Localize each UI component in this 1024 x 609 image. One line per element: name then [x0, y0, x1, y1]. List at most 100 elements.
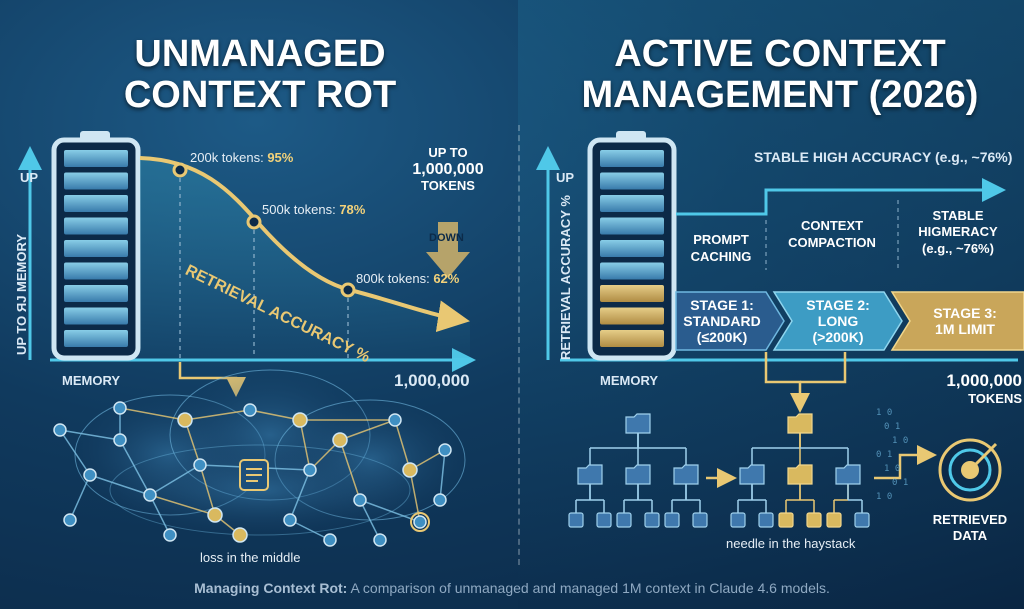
right-title-line1: ACTIVE CONTEXT: [614, 33, 946, 75]
file-icon: [664, 512, 680, 528]
result-line1: RETRIEVED: [932, 512, 1008, 527]
network-node: [332, 432, 348, 448]
network-edge: [289, 519, 331, 541]
caption-bold: Managing Context Rot:: [194, 580, 348, 596]
point-800k: [340, 282, 356, 298]
tokens-callout: UP TO 1,000,000 TOKENS: [398, 145, 498, 194]
network-edge: [149, 494, 171, 536]
left-area: [140, 158, 470, 358]
file-icon: [616, 512, 632, 528]
folder-icon: [739, 464, 765, 485]
file-icon: [854, 512, 870, 528]
binary-digits: 0 1: [884, 422, 900, 432]
retrieved-data-label: RETRIEVED DATA: [930, 512, 1010, 543]
network-node: [113, 433, 127, 447]
stage-1: STAGE 1:STANDARD(≤200K): [676, 292, 768, 350]
network-node: [292, 412, 308, 428]
stage-2-shape: [772, 291, 903, 351]
folder-icon: [577, 464, 603, 485]
stage-1-line3: (≤200K): [696, 329, 748, 346]
network-edge: [149, 464, 201, 496]
down-arrow-icon: [426, 222, 470, 278]
callout-line3: TOKENS: [421, 178, 475, 194]
left-accuracy-curve: [139, 156, 470, 333]
right-x-axis-start: MEMORY: [600, 373, 659, 388]
network-node: [402, 462, 418, 478]
network-node: [243, 403, 257, 417]
point-500k-label: 500k tokens: 78%: [262, 202, 366, 217]
battery-cell: [600, 240, 664, 257]
battery-cell: [600, 172, 664, 190]
folder-tree-sorted: [730, 413, 870, 528]
battery-cell: [600, 330, 664, 347]
network-edge: [359, 499, 421, 523]
network-node: [433, 493, 447, 507]
file-icon: [568, 512, 584, 528]
stage-3-shape: [890, 291, 1024, 351]
left-battery-icon: [51, 131, 141, 361]
network-node: [303, 463, 317, 477]
folder-icon: [625, 464, 651, 485]
network-edge: [119, 407, 186, 421]
stable-accuracy-line: [676, 178, 1006, 216]
right-x-axis-end-group: 1,000,000 TOKENS: [936, 371, 1022, 406]
feature-prompt-caching: PROMPT CACHING: [676, 232, 766, 266]
network-node: [53, 423, 67, 437]
network-cloud: [53, 369, 466, 547]
left-up-label: UP: [20, 170, 39, 185]
battery-cell: [600, 217, 664, 235]
network-node: [353, 493, 367, 507]
stage-2-line2: LONG: [817, 312, 859, 329]
network-node: [143, 488, 157, 502]
point-800k-label: 800k tokens: 62%: [356, 271, 460, 286]
network-caption: loss in the middle: [200, 550, 301, 565]
feature-context-compaction: CONTEXT COMPACTION: [770, 218, 894, 252]
folder-icon: [625, 413, 651, 434]
battery-cell: [600, 307, 664, 325]
stage-1-line2: STANDARD: [683, 312, 761, 329]
battery-cell: [64, 217, 128, 235]
panel-divider: [518, 125, 520, 565]
file-icon: [644, 512, 660, 528]
folder-tree-unsorted: [568, 413, 708, 528]
result-line2: DATA: [952, 527, 988, 543]
figure-caption: Managing Context Rot: A comparison of un…: [0, 580, 1024, 596]
battery-cell: [64, 330, 128, 347]
file-icon: [692, 512, 708, 528]
stage-2-line3: (>200K): [812, 329, 864, 346]
battery-cell: [64, 172, 128, 190]
network-edge: [149, 494, 216, 516]
network-edge: [339, 439, 361, 501]
right-title-line2: MANAGEMENT (2026): [581, 74, 979, 117]
network-edge: [439, 449, 446, 501]
network-edge: [394, 419, 411, 471]
folder-icon: [673, 464, 699, 485]
tree-caption: needle in the haystack: [726, 536, 856, 551]
right-connector-arrow: [764, 352, 810, 413]
feature-3-line2: HIGMERACY: [918, 224, 998, 240]
callout-line2: 1,000,000: [412, 160, 484, 178]
network-node: [323, 533, 337, 547]
file-icon: [826, 512, 842, 528]
network-node: [283, 513, 297, 527]
battery-cell: [64, 195, 128, 212]
callout-line1: UP TO: [428, 145, 468, 160]
right-x-axis-unit: TOKENS: [968, 391, 1022, 406]
file-icon: [778, 512, 794, 528]
network-edge: [59, 429, 91, 476]
network-node: [413, 515, 427, 529]
file-icon: [730, 512, 746, 528]
binary-digits: 1 0: [884, 464, 900, 474]
network-node: [83, 468, 97, 482]
binary-digits: 1 0: [876, 492, 892, 502]
feature-1-line1: PROMPT: [693, 232, 749, 247]
left-title-line1: UNMANAGED: [134, 33, 386, 75]
callout-down: DOWN: [429, 232, 464, 244]
stage-1-shape: [675, 291, 785, 351]
left-title: UNMANAGED CONTEXT ROT: [20, 33, 500, 116]
network-node: [177, 412, 193, 428]
battery-cell: [600, 285, 664, 302]
left-x-axis-start: MEMORY: [62, 373, 121, 388]
right-up-label: UP: [556, 170, 575, 185]
caption-text: A comparison of unmanaged and managed 1M…: [347, 580, 830, 596]
